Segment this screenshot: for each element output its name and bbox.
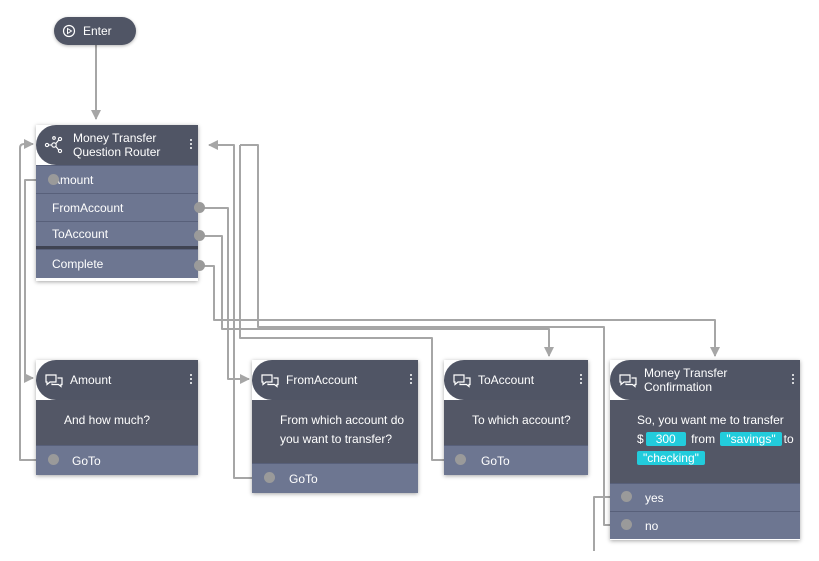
fromaccount-exit-goto[interactable]: GoTo xyxy=(252,463,418,493)
wire-router-fromaccount xyxy=(200,207,250,384)
amount-goto-port[interactable] xyxy=(48,454,59,465)
router-row-label: ToAccount xyxy=(52,227,109,241)
router-node[interactable]: Money Transfer Question Router Amount Fr… xyxy=(36,125,198,281)
wire-confirm-no xyxy=(240,144,626,526)
toaccount-node[interactable]: ToAccount To which account? GoTo xyxy=(444,360,588,475)
confirmation-node[interactable]: Money Transfer Confirmation So, you want… xyxy=(610,360,800,540)
confirmation-text-line2: $300 from "savings"to xyxy=(637,430,794,449)
toaccount-prompt: To which account? xyxy=(472,413,571,427)
confirmation-header[interactable]: Money Transfer Confirmation xyxy=(610,360,800,400)
confirmation-exit-yes[interactable]: yes xyxy=(610,483,800,511)
toaccount-exit-goto[interactable]: GoTo xyxy=(444,445,588,475)
router-fromaccount-port[interactable] xyxy=(194,202,205,213)
router-row-amount[interactable]: Amount xyxy=(36,165,198,193)
enter-start-node[interactable]: Enter xyxy=(54,17,136,45)
exit-label: GoTo xyxy=(72,453,101,468)
currency-symbol: $ xyxy=(637,432,644,446)
exit-label: yes xyxy=(645,490,664,505)
confirmation-prompt-box: So, you want me to transfer $300 from "s… xyxy=(610,400,800,483)
chat-bubbles-icon xyxy=(45,374,63,388)
fromaccount-node[interactable]: FromAccount From which account do you wa… xyxy=(252,360,418,493)
confirmation-yes-port[interactable] xyxy=(621,491,632,502)
toaccount-menu-icon[interactable] xyxy=(579,373,583,387)
chat-bubbles-icon xyxy=(453,374,471,388)
amount-prompt-box: And how much? xyxy=(36,400,198,445)
wire-router-toaccount xyxy=(200,235,554,357)
exit-label: GoTo xyxy=(481,453,510,468)
router-row-complete[interactable]: Complete xyxy=(36,249,198,278)
router-toaccount-port[interactable] xyxy=(194,230,205,241)
amount-variable-chip[interactable]: 300 xyxy=(645,432,686,446)
confirmation-menu-icon[interactable] xyxy=(791,373,795,387)
fromaccount-menu-icon[interactable] xyxy=(409,373,413,387)
amount-exit-goto[interactable]: GoTo xyxy=(36,445,198,475)
router-amount-port[interactable] xyxy=(48,174,59,185)
wire-amount-goto xyxy=(19,139,54,461)
amount-prompt: And how much? xyxy=(64,413,151,427)
toaccount-title: ToAccount xyxy=(478,373,535,387)
wire-router-complete xyxy=(200,265,720,357)
router-nodes-icon xyxy=(44,136,63,154)
confirmation-title-line1: Money Transfer xyxy=(644,366,728,380)
fromaccount-prompt-line2: you want to transfer? xyxy=(280,432,393,446)
toaccount-goto-port[interactable] xyxy=(455,454,466,465)
router-menu-icon[interactable] xyxy=(189,138,193,152)
to-word: to xyxy=(783,432,794,446)
exit-label: GoTo xyxy=(289,471,318,486)
amount-header[interactable]: Amount xyxy=(36,360,198,400)
from-word: from xyxy=(691,432,716,446)
wire-toaccount-goto xyxy=(239,145,461,461)
chat-bubbles-icon xyxy=(261,374,279,388)
amount-menu-icon[interactable] xyxy=(189,373,193,387)
router-complete-port[interactable] xyxy=(194,260,205,271)
router-row-label: FromAccount xyxy=(52,200,124,215)
confirmation-title-line2: Confirmation xyxy=(644,380,713,394)
router-row-label: Amount xyxy=(52,172,94,187)
confirmation-no-port[interactable] xyxy=(621,519,632,530)
amount-node[interactable]: Amount And how much? GoTo xyxy=(36,360,198,475)
confirmation-text-intro: So, you want me to transfer xyxy=(637,413,784,427)
router-row-label: Complete xyxy=(52,257,104,271)
fromaccount-prompt-box: From which account do you want to transf… xyxy=(252,400,418,463)
from-variable-chip[interactable]: "savings" xyxy=(720,432,782,446)
router-row-fromaccount[interactable]: FromAccount xyxy=(36,193,198,221)
fromaccount-title: FromAccount xyxy=(286,373,358,387)
router-row-toaccount[interactable]: ToAccount xyxy=(36,221,198,249)
confirmation-exit-no[interactable]: no xyxy=(610,511,800,539)
fromaccount-header[interactable]: FromAccount xyxy=(252,360,418,400)
confirmation-text-line3: "checking" xyxy=(637,449,794,468)
play-circle-icon xyxy=(62,24,76,38)
fromaccount-prompt-line1: From which account do xyxy=(280,413,405,427)
router-title-line1: Money Transfer xyxy=(73,131,157,145)
exit-label: no xyxy=(645,518,659,533)
router-title-line2: Question Router xyxy=(73,145,161,159)
fromaccount-goto-port[interactable] xyxy=(264,472,275,483)
toaccount-prompt-box: To which account? xyxy=(444,400,588,445)
router-header[interactable]: Money Transfer Question Router xyxy=(36,125,198,165)
amount-title: Amount xyxy=(70,373,112,387)
chat-bubbles-icon xyxy=(619,374,637,388)
enter-label: Enter xyxy=(83,24,112,38)
toaccount-header[interactable]: ToAccount xyxy=(444,360,588,400)
to-variable-chip[interactable]: "checking" xyxy=(637,451,705,465)
